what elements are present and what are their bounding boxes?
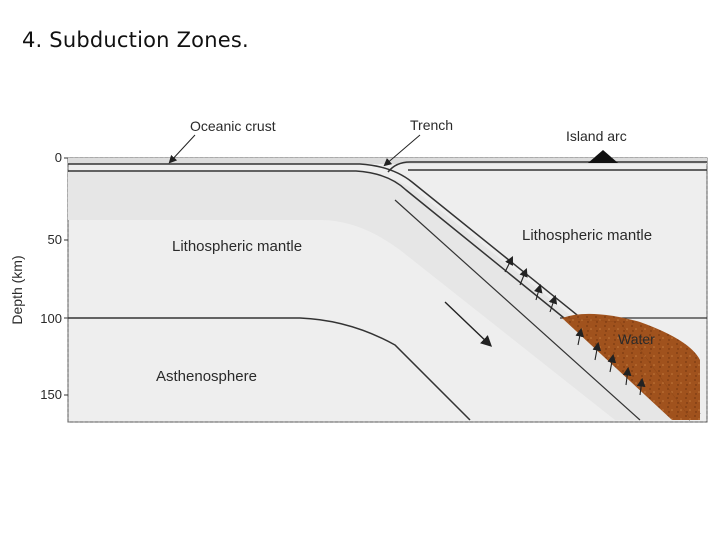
trench-label: Trench: [410, 117, 453, 133]
water-label: Water: [618, 331, 655, 347]
overriding-plate-crust-upper: [387, 161, 707, 173]
oceanic-crust-label: Oceanic crust: [190, 118, 276, 134]
depth-tick-0: 0: [55, 150, 62, 165]
slab-motion-arrow: [444, 301, 493, 347]
lithospheric-mantle-left-label: Lithospheric mantle: [172, 238, 302, 255]
subducting-plate-mantle: [68, 172, 700, 420]
lithospheric-mantle-right-label: Lithospheric mantle: [522, 227, 652, 244]
depth-axis-label: Depth (km): [9, 255, 25, 324]
depth-tick-150: 150: [40, 387, 62, 402]
island-arc-volcano: [588, 150, 618, 163]
lithosphere-base-line: [68, 317, 471, 421]
asthenosphere-label: Asthenosphere: [156, 368, 257, 385]
oceanic-crust-upper: [68, 163, 701, 415]
depth-tick-50: 50: [48, 232, 62, 247]
fluid-release-arrows: [504, 256, 646, 396]
oceanic-crust-lower: [68, 170, 691, 421]
depth-tick-100: 100: [40, 311, 62, 326]
island-arc-label: Island arc: [566, 128, 627, 144]
slab-lower-boundary: [394, 199, 641, 421]
slide-title: 4. Subduction Zones.: [22, 28, 249, 52]
oceanic-crust-leader: [168, 134, 196, 164]
trench-leader: [383, 134, 421, 167]
